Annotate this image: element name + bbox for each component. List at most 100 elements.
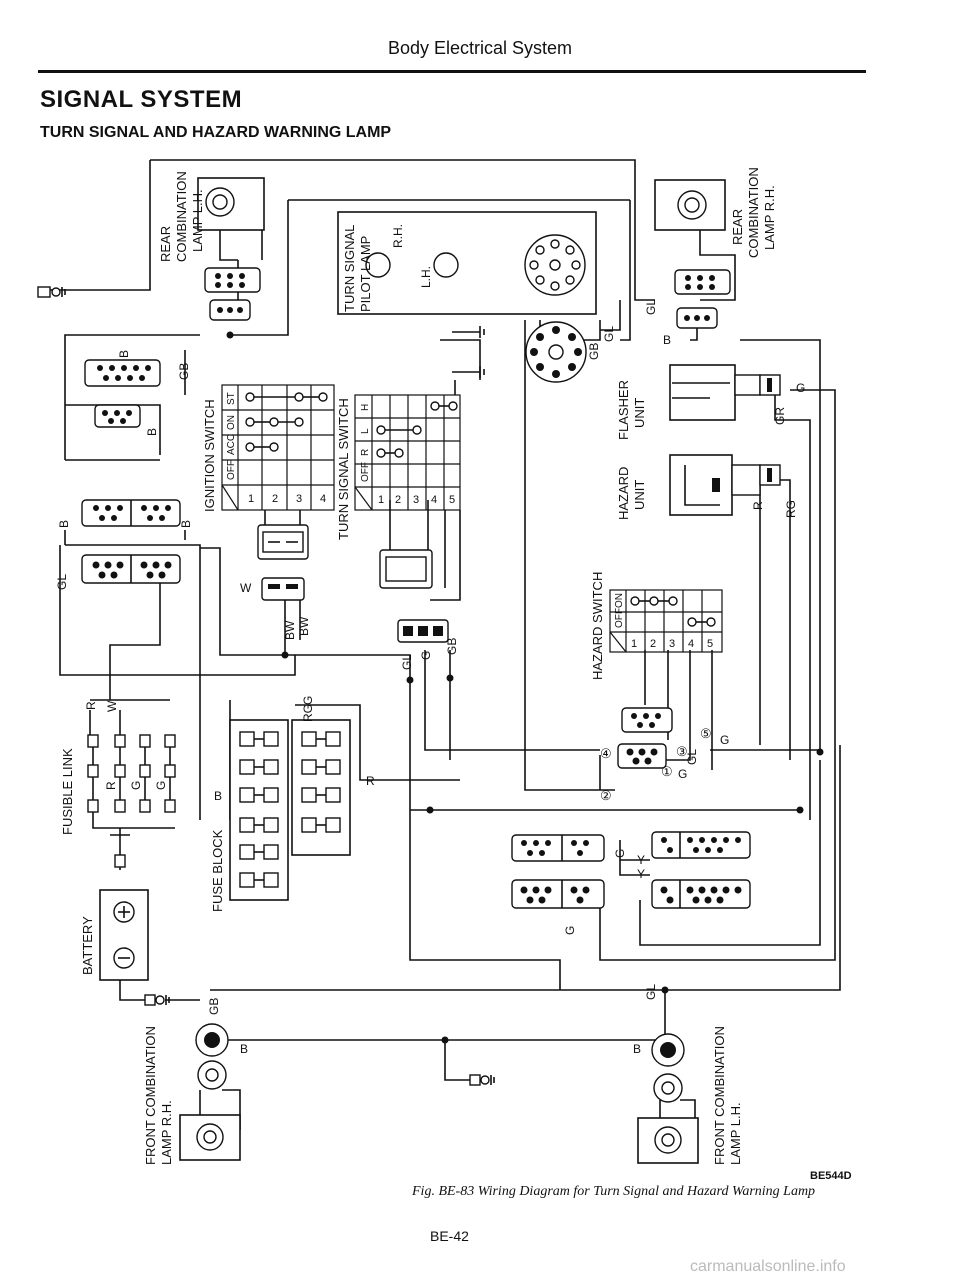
header-rule [38, 70, 866, 73]
rear-lamp-rh-label-2: COMBINATION [746, 167, 761, 258]
pilot-lamp-label-2: PILOT LAMP [358, 236, 373, 312]
hazard-unit-label-1: HAZARD [616, 467, 631, 520]
ignition-bw-connector [261, 577, 305, 601]
wire-label-gb-3: GB [587, 343, 601, 360]
wire-label-b-1: B [117, 350, 131, 358]
wire-label-g-8: G [613, 849, 627, 858]
hz-term-1: 1 [631, 638, 637, 650]
wire-label-b-2: B [145, 428, 159, 436]
wire-label-r-2: R [104, 781, 118, 790]
rear-lamp-lh: REAR COMBINATION LAMP L.H. [158, 171, 265, 262]
wire-label-r-4: R [751, 501, 765, 510]
rear-lamp-lh-label-1: REAR [158, 226, 173, 262]
front-lamp-lh-label-2: LAMP L.H. [728, 1102, 743, 1165]
hz-term-2: 2 [650, 638, 656, 650]
wire-label-b-7: B [633, 1042, 641, 1056]
ign-pos-acc: ACC [226, 434, 237, 455]
tss-pos-h: H [360, 404, 371, 411]
term-2: ② [600, 788, 612, 803]
front-lamp-lh-label-1: FRONT COMBINATION [712, 1026, 727, 1165]
term-1: ① [661, 764, 673, 779]
wire-label-b-4: B [179, 520, 193, 528]
wire-label-g-5: G [796, 381, 805, 395]
hazard-switch-table: OFF ON 1 2 3 4 5 HAZARD SWITCH [590, 572, 723, 680]
tss-pos-off: OFF [360, 462, 371, 482]
wire-label-w-2: W [105, 700, 119, 712]
ign-pos-st: ST [226, 392, 237, 405]
gl-g-gb-connector [397, 619, 449, 643]
fuse-block-label: FUSE BLOCK [210, 829, 225, 912]
wire-label-gb-4: GB [207, 998, 221, 1015]
front-lamp-lh: FRONT COMBINATION LAMP L.H. [637, 1026, 743, 1165]
hz-term-4: 4 [688, 638, 694, 650]
pilot-lamp-rh-label: R.H. [391, 224, 405, 248]
wire-label-bw-1: BW [283, 620, 297, 640]
wire-label-y-1: Y [637, 853, 645, 867]
front-lamp-rh-label-1: FRONT COMBINATION [143, 1026, 158, 1165]
ign-term-1: 1 [248, 493, 254, 505]
battery: BATTERY [80, 889, 149, 981]
hazard-unit: HAZARD UNIT [616, 454, 761, 520]
flasher-unit: FLASHER UNIT [616, 364, 761, 440]
ign-term-2: 2 [272, 493, 278, 505]
wire-label-g-7: G [678, 767, 687, 781]
hz-pos-on: ON [614, 593, 625, 608]
pilot-lamp-label-1: TURN SIGNAL [342, 225, 357, 312]
ground-symbols [37, 286, 495, 1086]
tss-term-2: 2 [395, 494, 401, 506]
battery-label: BATTERY [80, 916, 95, 975]
relay-symbols [759, 374, 781, 486]
tss-pos-l: L [360, 428, 371, 434]
wire-label-g-4: G [301, 696, 315, 705]
hz-term-3: 3 [669, 638, 675, 650]
hz-term-5: 5 [707, 638, 713, 650]
flasher-unit-label-1: FLASHER [616, 380, 631, 440]
tss-term-3: 3 [413, 494, 419, 506]
rear-lamp-lh-label-2: COMBINATION [174, 171, 189, 262]
wire-label-gl-3: GL [644, 299, 658, 315]
wire-label-g-9: G [563, 926, 577, 935]
turn-signal-pilot-lamp: TURN SIGNAL PILOT LAMP R.H. L.H. [337, 211, 597, 315]
hazard-switch-connectors: ④ ③ ⑤ ① ② [600, 707, 712, 803]
wire-color-labels: B GB B B B GL W BW BW GL G GB R W R G G … [55, 299, 805, 1056]
page-header: Body Electrical System [387, 38, 573, 58]
turn-signal-switch-table: OFF R L H 1 2 3 4 5 TURN SIGNAL SWITCH [336, 394, 461, 589]
wire-label-gb-2: GB [445, 638, 459, 655]
wire-label-g-2: G [129, 781, 143, 790]
ign-pos-off: OFF [226, 460, 237, 480]
rear-lamp-lh-label-3: LAMP L.H. [190, 189, 205, 252]
fusible-link-label: FUSIBLE LINK [60, 748, 75, 835]
page-number: BE-42 [430, 1228, 469, 1244]
front-lamp-rh: FRONT COMBINATION LAMP R.H. [143, 1023, 241, 1165]
left-connectors [81, 359, 181, 584]
tss-term-5: 5 [449, 494, 455, 506]
tss-term-4: 4 [431, 494, 437, 506]
wire-label-w-1: W [240, 581, 252, 595]
wire-label-gl-1: GL [55, 574, 69, 590]
wire-label-gr-1: GR [773, 407, 787, 425]
hazard-switch-label: HAZARD SWITCH [590, 572, 605, 680]
wire-label-gl-4: GL [602, 326, 616, 342]
section-title: SIGNAL SYSTEM [40, 86, 243, 113]
hazard-unit-label-2: UNIT [632, 480, 647, 510]
bottom-connectors [511, 831, 751, 909]
ignition-switch-table: OFF ACC ON ST 1 2 3 4 IGNITION SWITCH [202, 384, 335, 560]
wire-label-rg-1: RG [301, 704, 315, 722]
wire-label-gl-6: GL [644, 984, 658, 1000]
flasher-unit-label-2: UNIT [632, 398, 647, 428]
wire-label-b-3: B [57, 520, 71, 528]
ign-term-4: 4 [320, 493, 326, 505]
pilot-lamp-lh-label: L.H. [419, 266, 433, 288]
wire-label-r-3: R [366, 774, 375, 788]
term-3: ③ [676, 744, 688, 759]
subsection-title: TURN SIGNAL AND HAZARD WARNING LAMP [40, 124, 392, 141]
figure-caption: Fig. BE-83 Wiring Diagram for Turn Signa… [412, 1184, 816, 1199]
tss-pos-r: R [360, 449, 371, 456]
wire-label-rg-2: RG [784, 500, 798, 518]
rear-lamp-rh-label-3: LAMP R.H. [762, 185, 777, 250]
hz-pos-off: OFF [614, 608, 625, 628]
term-4: ④ [600, 746, 612, 761]
round-connector [525, 321, 587, 383]
fusible-link: FUSIBLE LINK [60, 710, 176, 868]
